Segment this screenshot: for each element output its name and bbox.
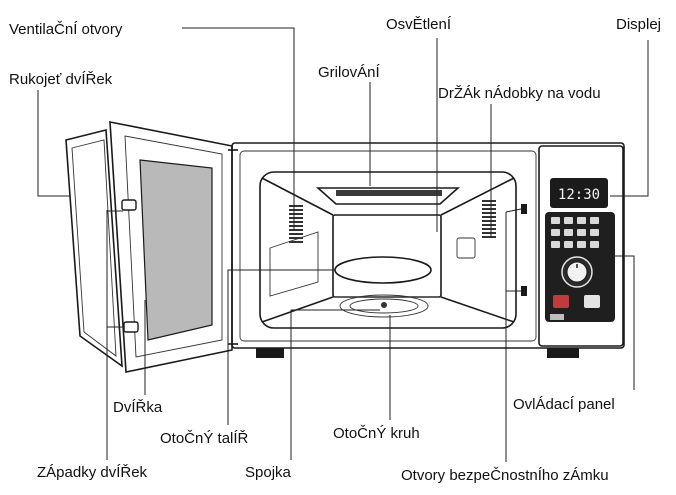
door-handle[interactable]	[65, 128, 123, 368]
door-latch-lower	[123, 321, 139, 333]
door-latch-upper	[121, 199, 137, 211]
label-display: Displej	[616, 16, 661, 33]
display	[550, 178, 608, 208]
foot-right	[547, 348, 579, 358]
label-turntable: OtoČnÝ talÍŘ	[160, 430, 249, 447]
label-lighting: OsvĚtlenÍ	[386, 16, 452, 33]
foot-left	[256, 348, 284, 358]
label-door-latches: ZÁpadky dvÍŘek	[37, 464, 148, 481]
door-window	[139, 159, 213, 341]
label-control-panel: OvlÁdacÍ panel	[513, 396, 615, 413]
label-ventilation: VentilaČnÍ otvory	[9, 21, 123, 38]
roller-ring	[339, 294, 429, 318]
label-coupler: Spojka	[245, 464, 292, 481]
safety-lock-hole-upper	[521, 204, 527, 214]
callout-labels: VentilaČnÍ otvory OsvĚtlenÍ Displej Ruko…	[9, 16, 661, 484]
label-door: DvÍŘka	[113, 399, 163, 416]
oven-cavity	[259, 171, 527, 329]
leader-lines	[37, 27, 649, 462]
label-roller-ring: OtoČnÝ kruh	[333, 425, 420, 442]
start-button[interactable]	[584, 295, 600, 308]
microwave-door	[65, 121, 238, 373]
label-door-handle: Rukojeť dvÍŘek	[9, 71, 113, 88]
label-water-holder: DrŽÁk nÁdobky na vodu	[438, 85, 601, 102]
brand-badge	[550, 314, 564, 320]
display-readout: 12:30	[558, 187, 600, 203]
safety-lock-hole-lower	[521, 286, 527, 296]
stop-button[interactable]	[553, 295, 569, 308]
turntable	[334, 256, 432, 284]
label-safety-lock-holes: Otvory bezpeČnostnÍho zÁmku	[401, 467, 609, 484]
control-panel: 12:30	[545, 178, 615, 322]
label-grill: GrilovÁnÍ	[318, 64, 381, 81]
vent-holes-right	[482, 200, 496, 238]
ventilation-holes	[289, 205, 303, 243]
grill-element	[315, 187, 461, 205]
control-buttons[interactable]	[551, 217, 599, 248]
